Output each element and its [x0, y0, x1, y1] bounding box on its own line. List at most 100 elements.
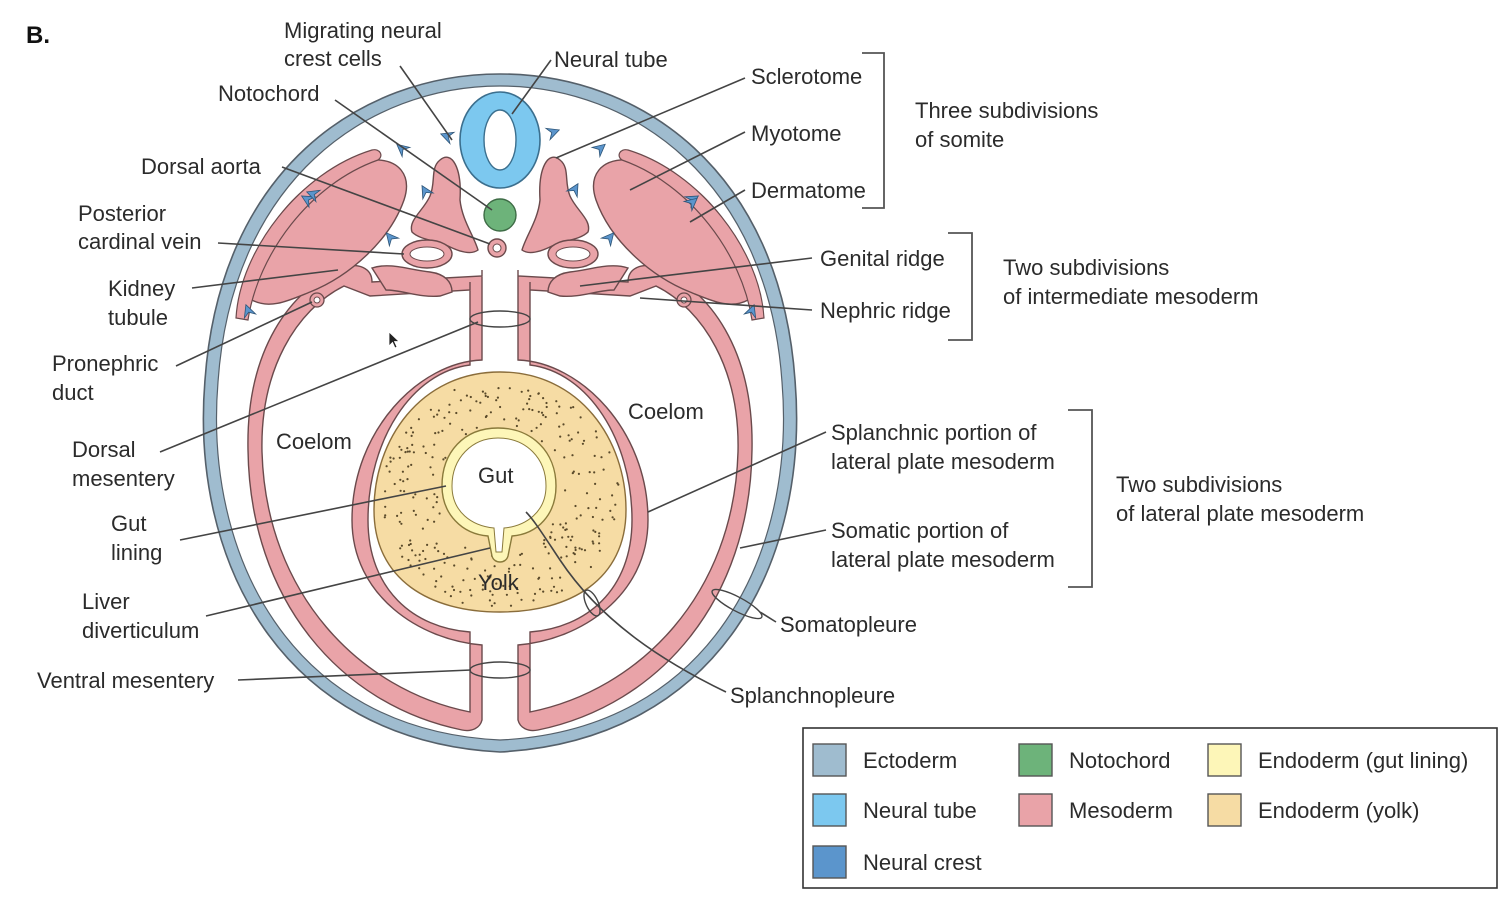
yolk-dot	[598, 535, 601, 538]
yolk-dot	[600, 456, 603, 459]
yolk-dot	[452, 588, 456, 592]
yolk-dot	[479, 401, 482, 404]
yolk-dot	[459, 590, 462, 593]
yolk-dot	[508, 387, 511, 390]
yolk-dot	[484, 415, 487, 419]
yolk-dot	[493, 565, 496, 568]
yolk-dot	[442, 552, 446, 556]
yolk-dot	[559, 576, 562, 579]
yolk-dot	[517, 419, 520, 422]
yolk-dot	[449, 595, 452, 598]
neural-crest-markers	[243, 127, 757, 320]
yolk-dot	[412, 451, 415, 454]
yolk-dot	[414, 554, 417, 557]
notochord	[483, 198, 517, 232]
yolk-dot	[569, 539, 572, 542]
yolk-dot	[537, 577, 540, 580]
yolk-dot	[561, 536, 564, 539]
yolk-dot	[431, 456, 434, 459]
yolk-dot	[464, 433, 467, 436]
yolk-dot	[484, 569, 487, 572]
genital-ridge-left	[370, 265, 453, 298]
yolk-dot	[399, 478, 402, 481]
yolk-dot	[488, 599, 491, 602]
yolk-dot	[574, 561, 577, 564]
yolk-dot	[574, 548, 577, 552]
yolk-dot	[443, 416, 446, 419]
yolk-dot	[589, 565, 593, 569]
yolk-dot	[579, 416, 582, 419]
yolk-dot	[481, 588, 484, 591]
yolk-dot	[461, 428, 464, 431]
yolk-dot	[399, 547, 402, 550]
neural-crest-arrow	[565, 182, 579, 199]
yolk-dot	[538, 588, 542, 591]
legend-swatch	[812, 845, 847, 879]
yolk-dot	[562, 423, 565, 426]
yolk-dot	[549, 535, 552, 539]
yolk-dot	[438, 512, 441, 515]
gut-lining-label: Gut lining	[111, 511, 162, 565]
yolk-dot	[392, 457, 395, 460]
yolk-dot	[401, 555, 404, 558]
yolk-dot	[389, 456, 392, 459]
neural-canal	[483, 109, 517, 171]
yolk-dot	[389, 460, 392, 463]
yolk-dot	[580, 548, 583, 551]
yolk-dot	[594, 530, 597, 534]
yolk-dot	[577, 472, 581, 475]
yolk-dot	[443, 561, 446, 564]
yolk-dot	[531, 408, 534, 412]
yolk-dot	[384, 490, 387, 493]
yolk-dot	[519, 553, 522, 557]
yolk-dot	[582, 439, 586, 442]
yolk-dot	[425, 497, 428, 500]
yolk-dot	[519, 563, 522, 567]
yolk-dot	[407, 543, 411, 547]
yolk-dot	[591, 515, 595, 519]
yolk-dot	[530, 429, 533, 433]
yolk-dot	[490, 604, 493, 607]
yolk-dot	[437, 431, 440, 434]
yolk-dot	[593, 471, 596, 474]
dorsal-aorta-label: Dorsal aorta	[141, 154, 262, 179]
yolk-dot	[587, 507, 590, 510]
genital-ridge-label: Genital ridge	[820, 246, 945, 271]
yolk-dot	[481, 584, 485, 587]
yolk-dot	[509, 604, 513, 607]
neural-crest-arrow	[590, 143, 606, 159]
yolk-dot	[383, 516, 386, 519]
yolk-dot	[499, 405, 502, 409]
yolk-dot	[469, 395, 472, 399]
yolk-dot	[531, 567, 535, 570]
neural-tube-label: Neural tube	[554, 47, 668, 72]
yolk-dot	[453, 388, 456, 392]
yolk-dot	[614, 503, 617, 506]
yolk-dot	[533, 592, 537, 596]
yolk-dot	[550, 531, 553, 534]
yolk-dot	[520, 598, 523, 601]
yolk-dot	[574, 504, 577, 508]
yolk-dot	[451, 585, 454, 588]
legend-swatch	[1018, 793, 1053, 827]
yolk-dot	[441, 429, 444, 432]
yolk-dot	[609, 509, 612, 512]
yolk-dot	[403, 490, 406, 493]
yolk-dot	[484, 394, 487, 398]
yolk-dot	[417, 418, 420, 421]
yolk-dot	[560, 589, 564, 592]
yolk-dot	[402, 480, 405, 483]
yolk-dot	[426, 518, 429, 522]
yolk-dot	[583, 549, 587, 552]
yolk-dot	[550, 589, 553, 592]
somatic-portion-label: Somatic portion of lateral plate mesoder…	[831, 518, 1055, 572]
yolk-dot	[444, 456, 447, 459]
yolk-dot	[470, 557, 473, 560]
splanchnopleure-label: Splanchnopleure	[730, 683, 895, 708]
yolk-dot	[453, 564, 456, 567]
yolk-dot	[414, 513, 417, 516]
yolk-dot	[488, 577, 491, 580]
dorsal-aorta-lumen	[492, 243, 502, 253]
